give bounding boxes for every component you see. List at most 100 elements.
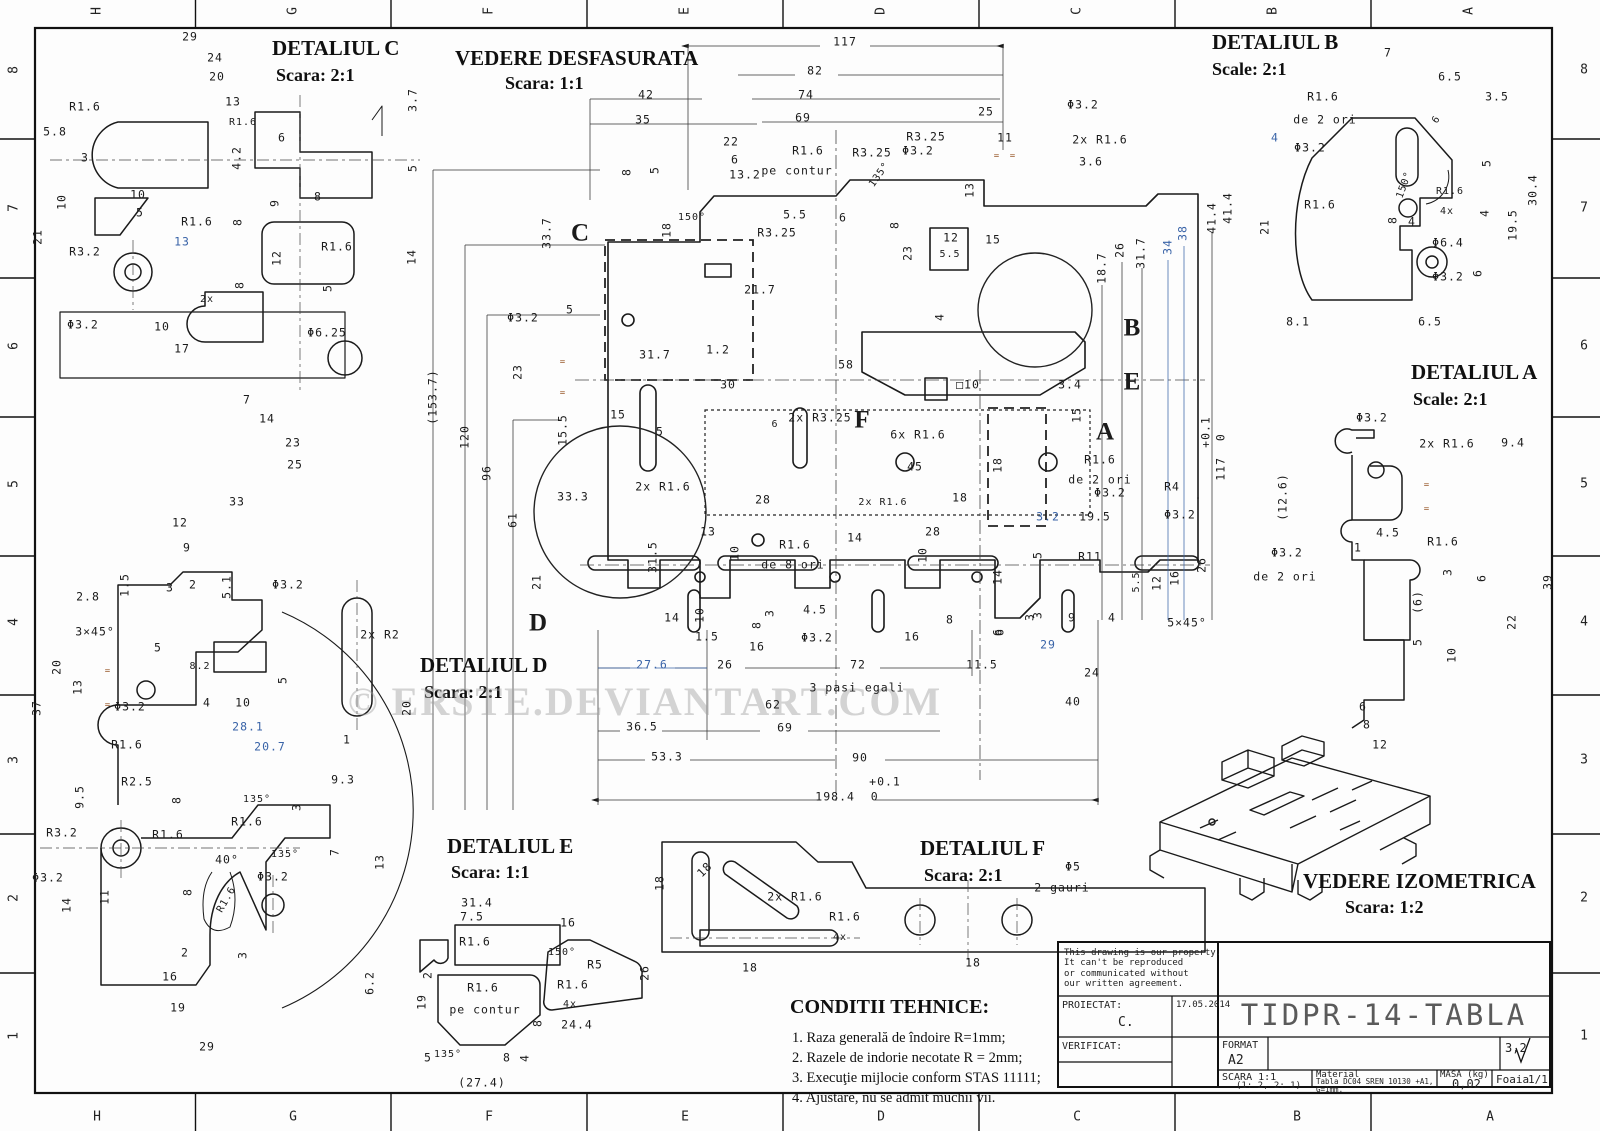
detail-a-title: DETALIUL A — [1411, 360, 1538, 384]
dim-label: = — [1423, 504, 1431, 515]
dim-label: R1.6 — [321, 239, 353, 254]
dim-label: 8 — [619, 168, 634, 176]
dim-label: 21.7 — [744, 282, 776, 297]
dim-label: 24 — [1084, 665, 1100, 680]
dim-label: A — [1486, 1109, 1494, 1125]
dim-label: 6 — [731, 152, 739, 167]
dim-label: 3.6 — [1079, 154, 1103, 169]
dim-label: 19.5 — [1505, 209, 1520, 241]
dim-label: 21 — [30, 229, 45, 245]
dim-label: 42 — [638, 87, 654, 102]
dim-label: pe contur — [449, 1002, 521, 1017]
dim-label: 10 — [1444, 647, 1459, 663]
dim-label: 12 — [1149, 575, 1164, 591]
detail-b-scale: Scale: 2:1 — [1212, 59, 1287, 79]
foaia-label: Foaia — [1496, 1073, 1530, 1086]
dim-label: 18 — [742, 960, 758, 975]
dim-label: 150° — [677, 212, 707, 223]
property-note: This drawing is our property. It can't b… — [1064, 948, 1222, 990]
main-view-outline — [587, 179, 1200, 633]
dim-label: 14 — [847, 530, 863, 545]
detail-boundaries — [533, 239, 1093, 599]
dim-label: = — [559, 357, 567, 368]
dim-label: 5 — [656, 424, 664, 439]
dimension-lines — [432, 46, 1213, 810]
dim-label: 10 — [54, 194, 69, 210]
dim-label: 29 — [182, 29, 198, 44]
dim-label: 6 — [1470, 269, 1485, 277]
dim-label: Φ3.2 — [1356, 410, 1388, 425]
dim-label: 9.4 — [1501, 435, 1525, 450]
material-extra: G=1mm. — [1316, 1085, 1344, 1094]
dim-label: 69 — [795, 110, 811, 125]
dim-label: 90 — [852, 750, 868, 765]
technical-condition-2: 2. Razele de indorie necotate R = 2mm; — [792, 1050, 1023, 1066]
dim-label: (6) — [1410, 590, 1425, 614]
dim-label: 8 — [6, 66, 22, 74]
dim-label: 61 — [505, 512, 520, 528]
dim-label: 8 — [1580, 62, 1588, 78]
dim-label: 1.5 — [695, 629, 719, 644]
dim-label: R11 — [1078, 549, 1102, 564]
scara-sub: (1: 2, 2: 1) — [1236, 1081, 1302, 1091]
dim-label: 135° — [433, 1049, 463, 1060]
dim-label: 41.4 — [1204, 202, 1219, 234]
dim-label: Φ3.2 — [801, 630, 833, 645]
dim-label: 150° — [547, 947, 577, 958]
dim-label: 5 — [320, 284, 335, 292]
dim-label: 31.7 — [639, 347, 671, 362]
detail-f-title: DETALIUL F — [920, 836, 1046, 860]
dim-label: 30.4 — [1525, 174, 1540, 206]
dim-label: 13 — [372, 854, 387, 870]
isometric-title: VEDERE IZOMETRICA — [1303, 869, 1536, 893]
detail-f-scale: Scara: 2:1 — [924, 865, 1003, 885]
dim-label: 8 — [887, 221, 902, 229]
dim-label: 117 — [833, 34, 857, 49]
dim-label: R1.6 — [1435, 186, 1465, 197]
date-value: 17.05.2014 — [1176, 1000, 1231, 1010]
dim-label: 26 — [637, 965, 652, 981]
dim-label: 9.5 — [72, 785, 87, 809]
dim-label: 20.7 — [254, 739, 286, 754]
dim-label: R1.6 — [829, 909, 861, 924]
dim-label: F — [485, 1109, 493, 1125]
dim-label: 15 — [1069, 407, 1084, 423]
dim-label: 2 gauri — [1034, 880, 1090, 895]
detail-d-title: DETALIUL D — [420, 653, 548, 677]
dim-label: 26 — [717, 657, 733, 672]
dim-label: R1.6 — [1084, 452, 1116, 467]
foaia-value: 1/1 — [1528, 1073, 1548, 1086]
material-label: Material — [1316, 1070, 1360, 1080]
dim-label: 28 — [755, 492, 771, 507]
dim-label: 6 — [771, 419, 779, 430]
dim-label: 39 — [1540, 574, 1555, 590]
dim-label: 18 — [659, 222, 674, 238]
main-view-scale: Scara: 1:1 — [505, 73, 584, 93]
dim-label: 8 — [180, 888, 195, 896]
dim-label: 20 — [399, 700, 414, 716]
dim-label: 3.7 — [405, 88, 420, 112]
dim-label: 6 — [1474, 574, 1489, 582]
masa-label: MASA (kg) — [1440, 1070, 1489, 1080]
dim-label: G — [289, 1109, 297, 1125]
dim-label: Φ3.2 — [67, 317, 99, 332]
dim-label: B — [1265, 7, 1281, 15]
dim-label: 3 pasi egali — [809, 680, 905, 695]
dim-label: 5 — [424, 1050, 432, 1065]
dim-label: R1.6 — [459, 934, 491, 949]
dim-label: de 2 ori — [1293, 112, 1357, 127]
dim-label: 2 — [420, 971, 435, 979]
dim-label: 3.5 — [1485, 89, 1509, 104]
dim-label: 5 — [1580, 476, 1588, 492]
dim-label: 8 — [230, 218, 245, 226]
dim-label: R1.6 — [1304, 197, 1336, 212]
dim-label: C — [570, 219, 590, 247]
dim-label: 3 — [1580, 752, 1588, 768]
dim-label: 1 — [6, 1032, 22, 1040]
dim-label: 16 — [904, 629, 920, 644]
dim-label: 22 — [1504, 614, 1519, 630]
dim-label: 19 — [170, 1000, 186, 1015]
dim-label: 8 — [1363, 717, 1371, 732]
dim-label: Φ5 — [1065, 859, 1081, 874]
